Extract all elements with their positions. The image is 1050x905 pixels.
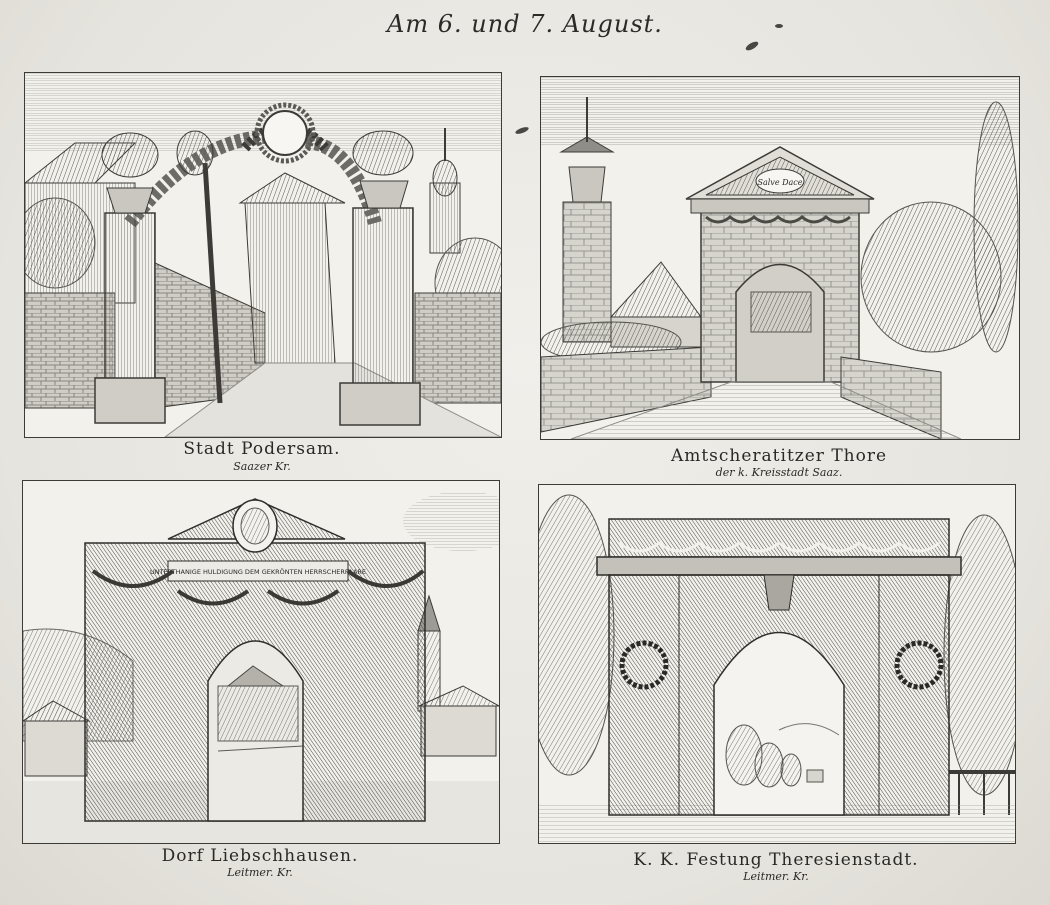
subcaption-liebschhausen: Leitmer. Kr. — [227, 866, 293, 879]
subcaption-theresienstadt: Leitmer. Kr. — [743, 870, 809, 883]
ink-stain — [514, 125, 530, 136]
gate-inscription: Salve Dace — [757, 178, 802, 187]
caption-theresienstadt: K. K. Festung Theresienstadt. — [633, 850, 919, 870]
subcaption-saaz: der k. Kreisstadt Saaz. — [715, 466, 843, 479]
plate-stadt-podersam — [24, 72, 502, 438]
ink-stain — [744, 39, 760, 53]
page-title: Am 6. und 7. August. — [387, 10, 663, 38]
engraving-podersam-gate — [25, 73, 501, 437]
engraving-liebschhausen-arch: UNTERTHANIGE HULDIGUNG DEM GEKRÖNTEN HER… — [23, 481, 499, 843]
caption-stadt-podersam: Stadt Podersam. — [183, 439, 341, 459]
caption-amtscheratitzer-thore: Amtscheratitzer Thore — [670, 446, 888, 466]
ink-stain — [775, 24, 783, 28]
plate-dorf-liebschhausen: UNTERTHANIGE HULDIGUNG DEM GEKRÖNTEN HER… — [22, 480, 500, 844]
arch-inscription: UNTERTHANIGE HULDIGUNG DEM GEKRÖNTEN HER… — [150, 567, 366, 576]
subcaption-stadt-podersam: Saazer Kr. — [233, 460, 291, 473]
plate-amtscheratitzer-thore: Salve Dace — [540, 76, 1020, 440]
engraving-theresienstadt-arch — [539, 485, 1015, 843]
caption-dorf-liebschhausen: Dorf Liebschhausen. — [161, 846, 359, 866]
plate-theresienstadt — [538, 484, 1016, 844]
engraving-saaz-gate: Salve Dace — [541, 77, 1019, 439]
